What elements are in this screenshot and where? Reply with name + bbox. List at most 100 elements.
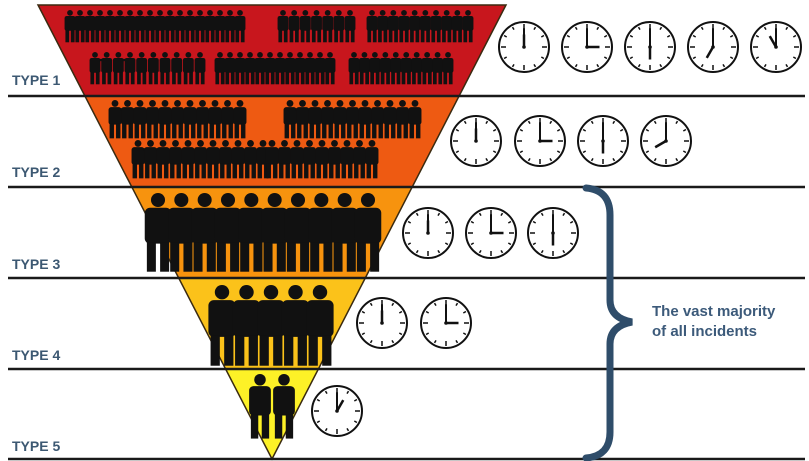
person-icon [136, 52, 148, 85]
clock-icons [311, 21, 802, 437]
clock-icon-6 [624, 21, 676, 73]
person-icon [333, 100, 347, 139]
person-icon [353, 140, 366, 179]
person-icon [221, 100, 234, 139]
annotation-line-1: The vast majority [652, 303, 776, 320]
person-icon [261, 193, 288, 272]
person-icon [124, 10, 136, 43]
person-icon [124, 52, 136, 85]
person-icon [169, 140, 182, 179]
person-icon [421, 52, 433, 85]
person-icon [224, 52, 236, 85]
person-icon [315, 140, 329, 179]
annotation-line-2: of all incidents [652, 323, 758, 340]
person-icon [290, 140, 304, 179]
person-icon [219, 140, 232, 179]
people-silhouettes [64, 10, 474, 439]
person-icon [249, 374, 271, 439]
clock-icon-11 [750, 21, 802, 73]
person-icon [284, 52, 296, 85]
person-icon [171, 52, 183, 85]
person-icon [101, 52, 113, 85]
person-icon [284, 193, 312, 272]
person-icon [164, 10, 176, 43]
person-icon [281, 285, 310, 366]
person-icon [451, 10, 463, 43]
person-icon [191, 193, 218, 272]
person-icon [340, 140, 354, 179]
person-icon [441, 10, 453, 43]
person-icon [324, 52, 336, 85]
tier-label-type-3: TYPE 3 [12, 256, 61, 272]
person-icon [204, 10, 216, 43]
person-icon [462, 10, 474, 43]
person-icon [181, 140, 195, 179]
person-icon [387, 10, 399, 43]
person-icon [348, 52, 360, 85]
person-icon [288, 10, 300, 43]
person-icon [114, 10, 126, 43]
person-icon [156, 140, 170, 179]
person-icon [383, 100, 397, 139]
person-icon [366, 10, 378, 43]
person-icon [278, 140, 291, 179]
person-icon [144, 140, 157, 179]
person-icon [147, 52, 159, 85]
person-icon [214, 10, 226, 43]
person-icon [377, 10, 389, 43]
tier-label-type-1: TYPE 1 [12, 72, 61, 88]
person-icon [314, 52, 326, 85]
person-icon [244, 52, 256, 85]
person-icon [194, 140, 207, 179]
person-icon [234, 10, 246, 43]
person-icon [208, 100, 222, 139]
person-icon [331, 193, 358, 272]
person-icon [134, 10, 146, 43]
person-icon [308, 193, 335, 272]
person-icon [379, 52, 391, 85]
person-icon [299, 10, 311, 43]
curly-brace-icon [582, 184, 633, 461]
clock-icon-7 [687, 21, 739, 73]
person-icon [442, 52, 454, 85]
person-icon [257, 285, 285, 366]
person-icon [144, 10, 156, 43]
clock-icon-1 [311, 385, 363, 437]
person-icon [159, 52, 171, 85]
person-icon [306, 285, 334, 366]
person-icon [358, 100, 372, 139]
person-icon [244, 140, 257, 179]
person-icon [369, 52, 381, 85]
clock-icon-3 [465, 207, 517, 259]
person-icon [400, 52, 412, 85]
person-icon [321, 100, 334, 139]
clock-icon-12 [450, 115, 502, 167]
clock-icon-12 [402, 207, 454, 259]
person-icon [174, 10, 186, 43]
person-icon [264, 52, 276, 85]
person-icon [196, 100, 209, 139]
person-icon [206, 140, 220, 179]
person-icon [322, 10, 334, 43]
pointing-person-icon [144, 193, 199, 272]
person-icon [234, 52, 246, 85]
person-icon [183, 100, 197, 139]
person-icon [294, 52, 306, 85]
person-icon [94, 10, 106, 43]
person-icon [265, 140, 279, 179]
person-icon [365, 140, 379, 179]
clock-icon-12 [356, 297, 408, 349]
person-icon [171, 100, 184, 139]
clock-icon-3 [514, 115, 566, 167]
person-icon [303, 140, 316, 179]
person-icon [344, 10, 356, 43]
person-icon [254, 52, 266, 85]
person-icon [224, 10, 236, 43]
person-icon [304, 52, 316, 85]
curly-brace [582, 184, 633, 461]
person-icon [411, 52, 423, 85]
person-icon [409, 10, 421, 43]
person-icon [408, 100, 422, 139]
person-icon [419, 10, 431, 43]
